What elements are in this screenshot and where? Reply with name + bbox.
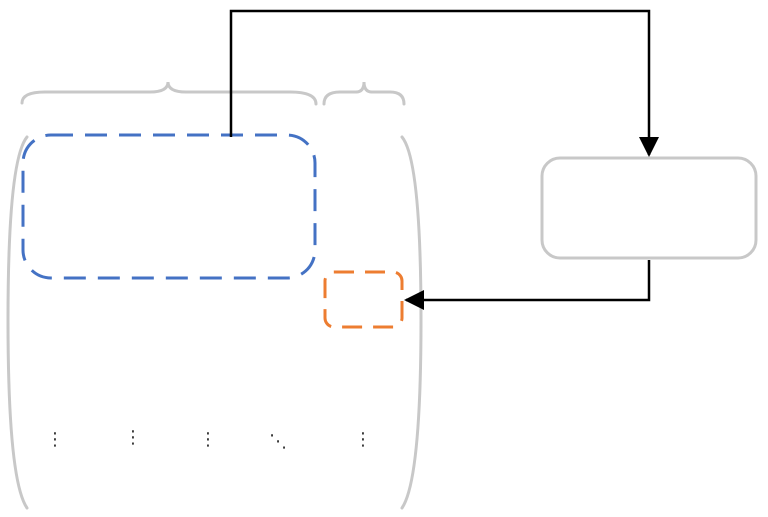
ellipsis-col-3: ⋮ [199,429,217,450]
matrix-right-bracket [400,135,423,510]
top-brace-wide [20,81,318,106]
ellipsis-col-1: ⋮ [46,429,64,450]
ellipsis-col-2: ⋮ [124,427,142,448]
arrow-box-to-cell [404,260,651,310]
ellipsis-col-4: ⋱ [269,431,287,452]
arrow-block-to-box [229,9,659,157]
highlighted-cell [323,270,404,329]
highlighted-block [21,133,317,280]
matrix-left-bracket [6,135,29,510]
external-box [540,156,758,260]
ellipsis-col-5: ⋮ [354,429,372,450]
top-brace-narrow [322,81,406,106]
